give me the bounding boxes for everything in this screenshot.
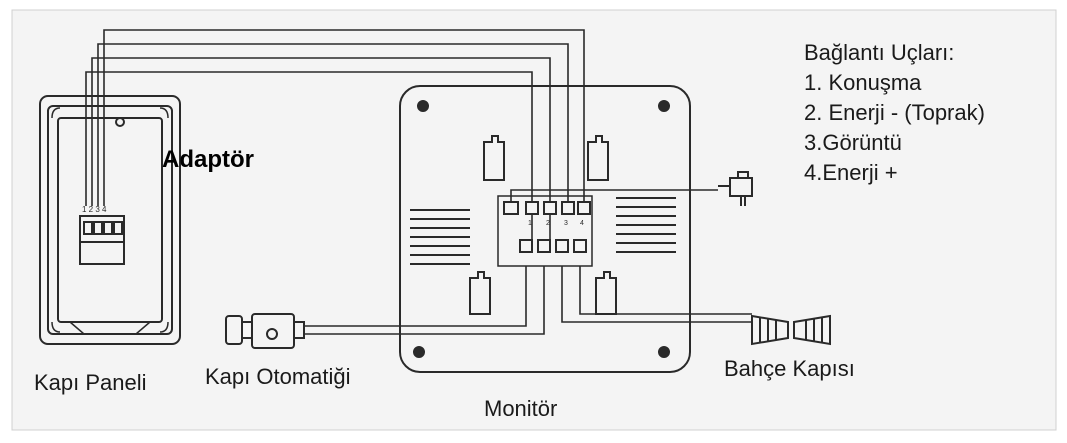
terminal-2-label: 2 [546, 220, 550, 227]
monitor-device [399, 85, 691, 373]
power-adapter-icon [718, 171, 753, 206]
monitor-terminal-numbers: 1 2 3 4 [528, 220, 584, 227]
garden-gate-device [751, 314, 831, 346]
legend-item-ground: 2. Enerji - (Toprak) [804, 100, 985, 125]
panel-terminal-numbers: 1 2 3 4 [82, 205, 107, 214]
door-panel-label: Kapı Paneli [34, 370, 147, 395]
monitor-label: Monitör [484, 396, 558, 421]
terminal-4-label: 4 [580, 220, 584, 227]
diagram-frame [11, 9, 1057, 431]
legend-item-video: 3.Görüntü [804, 130, 902, 155]
connection-legend: Bağlantı Uçları: 1. Konuşma 2. Enerji - … [804, 38, 985, 188]
door-lock-label: Kapı Otomatiği [205, 364, 351, 389]
terminal-3-label: 3 [564, 220, 568, 227]
legend-item-power: 4.Enerji + [804, 160, 898, 185]
door-panel-device [39, 95, 181, 345]
garden-gate-label: Bahçe Kapısı [724, 356, 855, 381]
legend-item-talk: 1. Konuşma [804, 70, 922, 95]
adaptor-label: Adaptör [162, 146, 254, 173]
door-lock-device [225, 313, 305, 349]
legend-title: Bağlantı Uçları: [804, 40, 955, 65]
terminal-1-label: 1 [528, 220, 532, 227]
wires [85, 29, 752, 335]
